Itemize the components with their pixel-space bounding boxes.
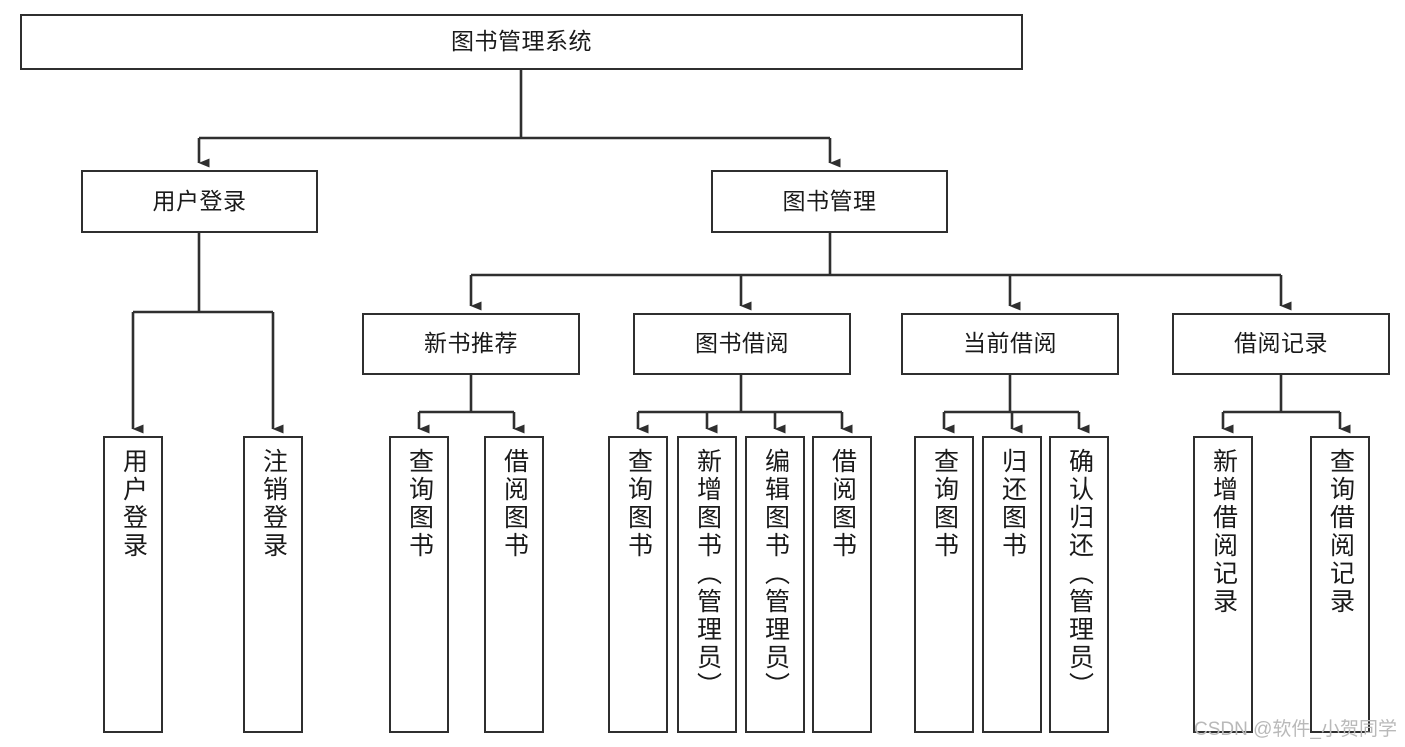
node-book-borrow[interactable]: 图书借阅 (633, 313, 851, 375)
node-leaf-edit-book[interactable]: 编辑图书（管理员） (745, 436, 805, 733)
node-current-borrow[interactable]: 当前借阅 (901, 313, 1119, 375)
node-leaf-add-record-label: 新增借阅记录 (1209, 448, 1238, 616)
node-user-login-label: 用户登录 (152, 187, 247, 214)
node-leaf-add-record[interactable]: 新增借阅记录 (1193, 436, 1253, 733)
node-root-label: 图书管理系统 (451, 28, 592, 55)
node-leaf-borrow-book-1[interactable]: 借阅图书 (484, 436, 544, 733)
node-leaf-user-login-label: 用户登录 (119, 448, 148, 560)
node-book-management-label: 图书管理 (782, 187, 877, 214)
node-leaf-return-book-label: 归还图书 (998, 448, 1027, 560)
watermark-text: CSDN @软件_小贺同学 (1194, 719, 1397, 740)
node-leaf-query-book-1[interactable]: 查询图书 (389, 436, 449, 733)
node-new-book-recommend[interactable]: 新书推荐 (362, 313, 580, 375)
node-user-login[interactable]: 用户登录 (81, 170, 318, 233)
node-borrow-record-label: 借阅记录 (1234, 330, 1328, 357)
node-leaf-borrow-book-1-label: 借阅图书 (500, 448, 529, 560)
node-current-borrow-label: 当前借阅 (963, 330, 1057, 357)
node-leaf-edit-book-label: 编辑图书（管理员） (761, 448, 790, 700)
node-leaf-query-book-3-label: 查询图书 (930, 448, 959, 560)
node-leaf-query-book-2[interactable]: 查询图书 (608, 436, 668, 733)
node-borrow-record[interactable]: 借阅记录 (1172, 313, 1390, 375)
node-book-borrow-label: 图书借阅 (695, 330, 789, 357)
node-new-book-recommend-label: 新书推荐 (424, 330, 518, 357)
node-leaf-add-book[interactable]: 新增图书（管理员） (677, 436, 737, 733)
node-leaf-query-book-3[interactable]: 查询图书 (914, 436, 974, 733)
node-leaf-user-login[interactable]: 用户登录 (103, 436, 163, 733)
node-leaf-query-record-label: 查询借阅记录 (1326, 448, 1355, 616)
node-leaf-return-book[interactable]: 归还图书 (982, 436, 1042, 733)
node-root[interactable]: 图书管理系统 (20, 14, 1023, 70)
node-book-management[interactable]: 图书管理 (711, 170, 948, 233)
node-leaf-logout-label: 注销登录 (259, 448, 288, 560)
node-leaf-confirm-return-label: 确认归还（管理员） (1065, 448, 1094, 700)
node-leaf-add-book-label: 新增图书（管理员） (693, 448, 722, 700)
node-leaf-query-book-1-label: 查询图书 (405, 448, 434, 560)
node-leaf-query-book-2-label: 查询图书 (624, 448, 653, 560)
node-leaf-borrow-book-2-label: 借阅图书 (828, 448, 857, 560)
node-leaf-confirm-return[interactable]: 确认归还（管理员） (1049, 436, 1109, 733)
node-leaf-query-record[interactable]: 查询借阅记录 (1310, 436, 1370, 733)
node-leaf-logout[interactable]: 注销登录 (243, 436, 303, 733)
node-leaf-borrow-book-2[interactable]: 借阅图书 (812, 436, 872, 733)
